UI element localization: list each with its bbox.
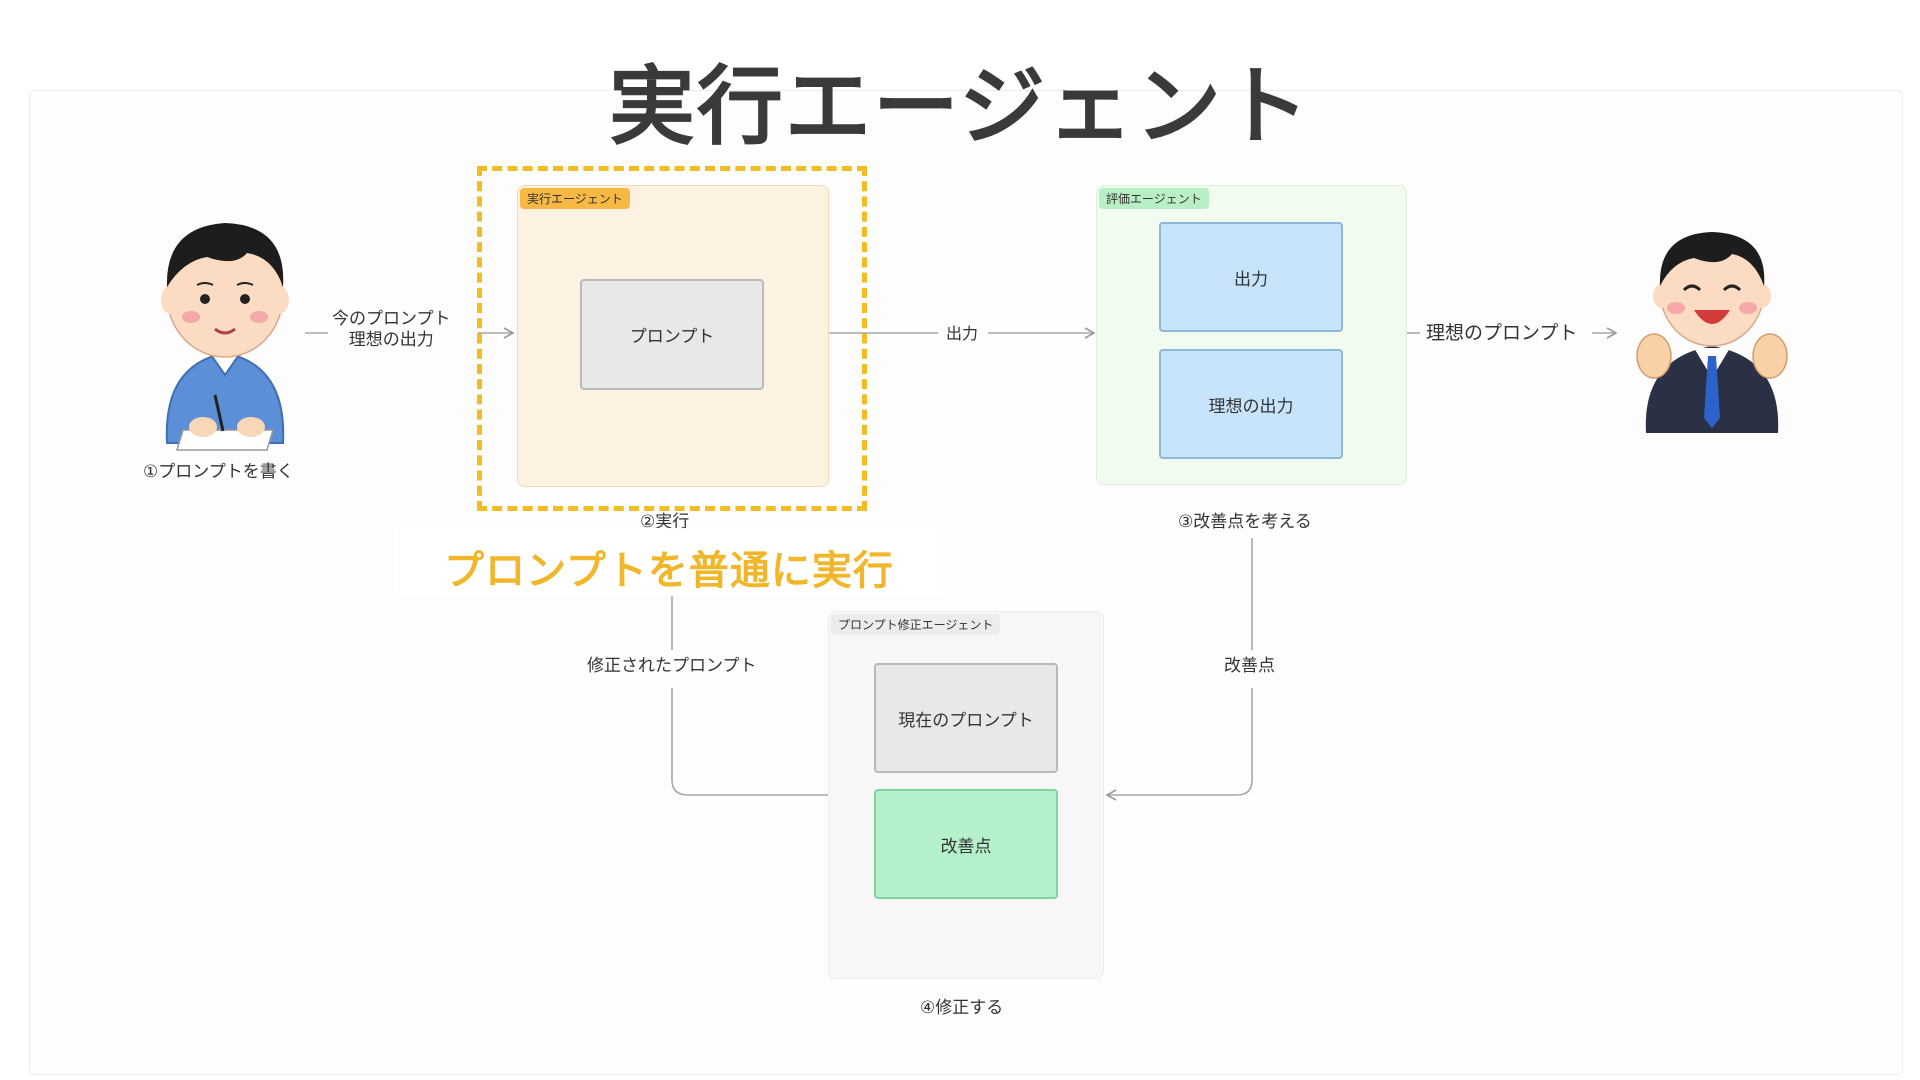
edge-eval-to-fix-lower xyxy=(1105,688,1253,801)
improvements-node[interactable]: 改善点 xyxy=(874,789,1058,899)
eval-ideal-output-node[interactable]: 理想の出力 xyxy=(1159,349,1343,459)
fix-agent-tag: プロンプト修正エージェント xyxy=(831,614,1001,635)
happy-businessman-illustration xyxy=(1636,232,1788,433)
input-label-ideal-output: 理想の出力 xyxy=(348,330,434,351)
edge-fix-to-exec xyxy=(671,688,828,796)
caption-backdrop xyxy=(395,528,943,596)
input-edge-label: 今のプロンプト 理想の出力 xyxy=(328,309,455,352)
overlay-caption: プロンプトを普通に実行 xyxy=(444,548,894,594)
current-prompt-node[interactable]: 現在のプロンプト xyxy=(874,663,1058,773)
fixed-prompt-edge-label: 修正されたプロンプト xyxy=(583,656,761,678)
exec-agent-tag: 実行エージェント xyxy=(520,188,630,209)
step-3-label: ③改善点を考える xyxy=(1178,512,1312,532)
eval-agent-tag: 評価エージェント xyxy=(1099,188,1209,209)
step-2-label: ②実行 xyxy=(640,512,690,532)
step-1-label: ①プロンプトを書く xyxy=(143,462,294,482)
eval-output-node[interactable]: 出力 xyxy=(1159,222,1343,332)
output-edge-label: 出力 xyxy=(942,324,983,344)
exec-agent-highlight xyxy=(477,166,867,511)
ideal-prompt-edge-label: 理想のプロンプト xyxy=(1422,322,1582,346)
step-4-label: ④修正する xyxy=(920,998,1004,1018)
input-label-current-prompt: 今のプロンプト xyxy=(332,309,451,329)
page-title: 実行エージェント xyxy=(608,57,1312,157)
user-writing-illustration xyxy=(161,223,289,451)
improvements-edge-label: 改善点 xyxy=(1220,656,1279,678)
prompt-node[interactable]: プロンプト xyxy=(580,279,764,390)
